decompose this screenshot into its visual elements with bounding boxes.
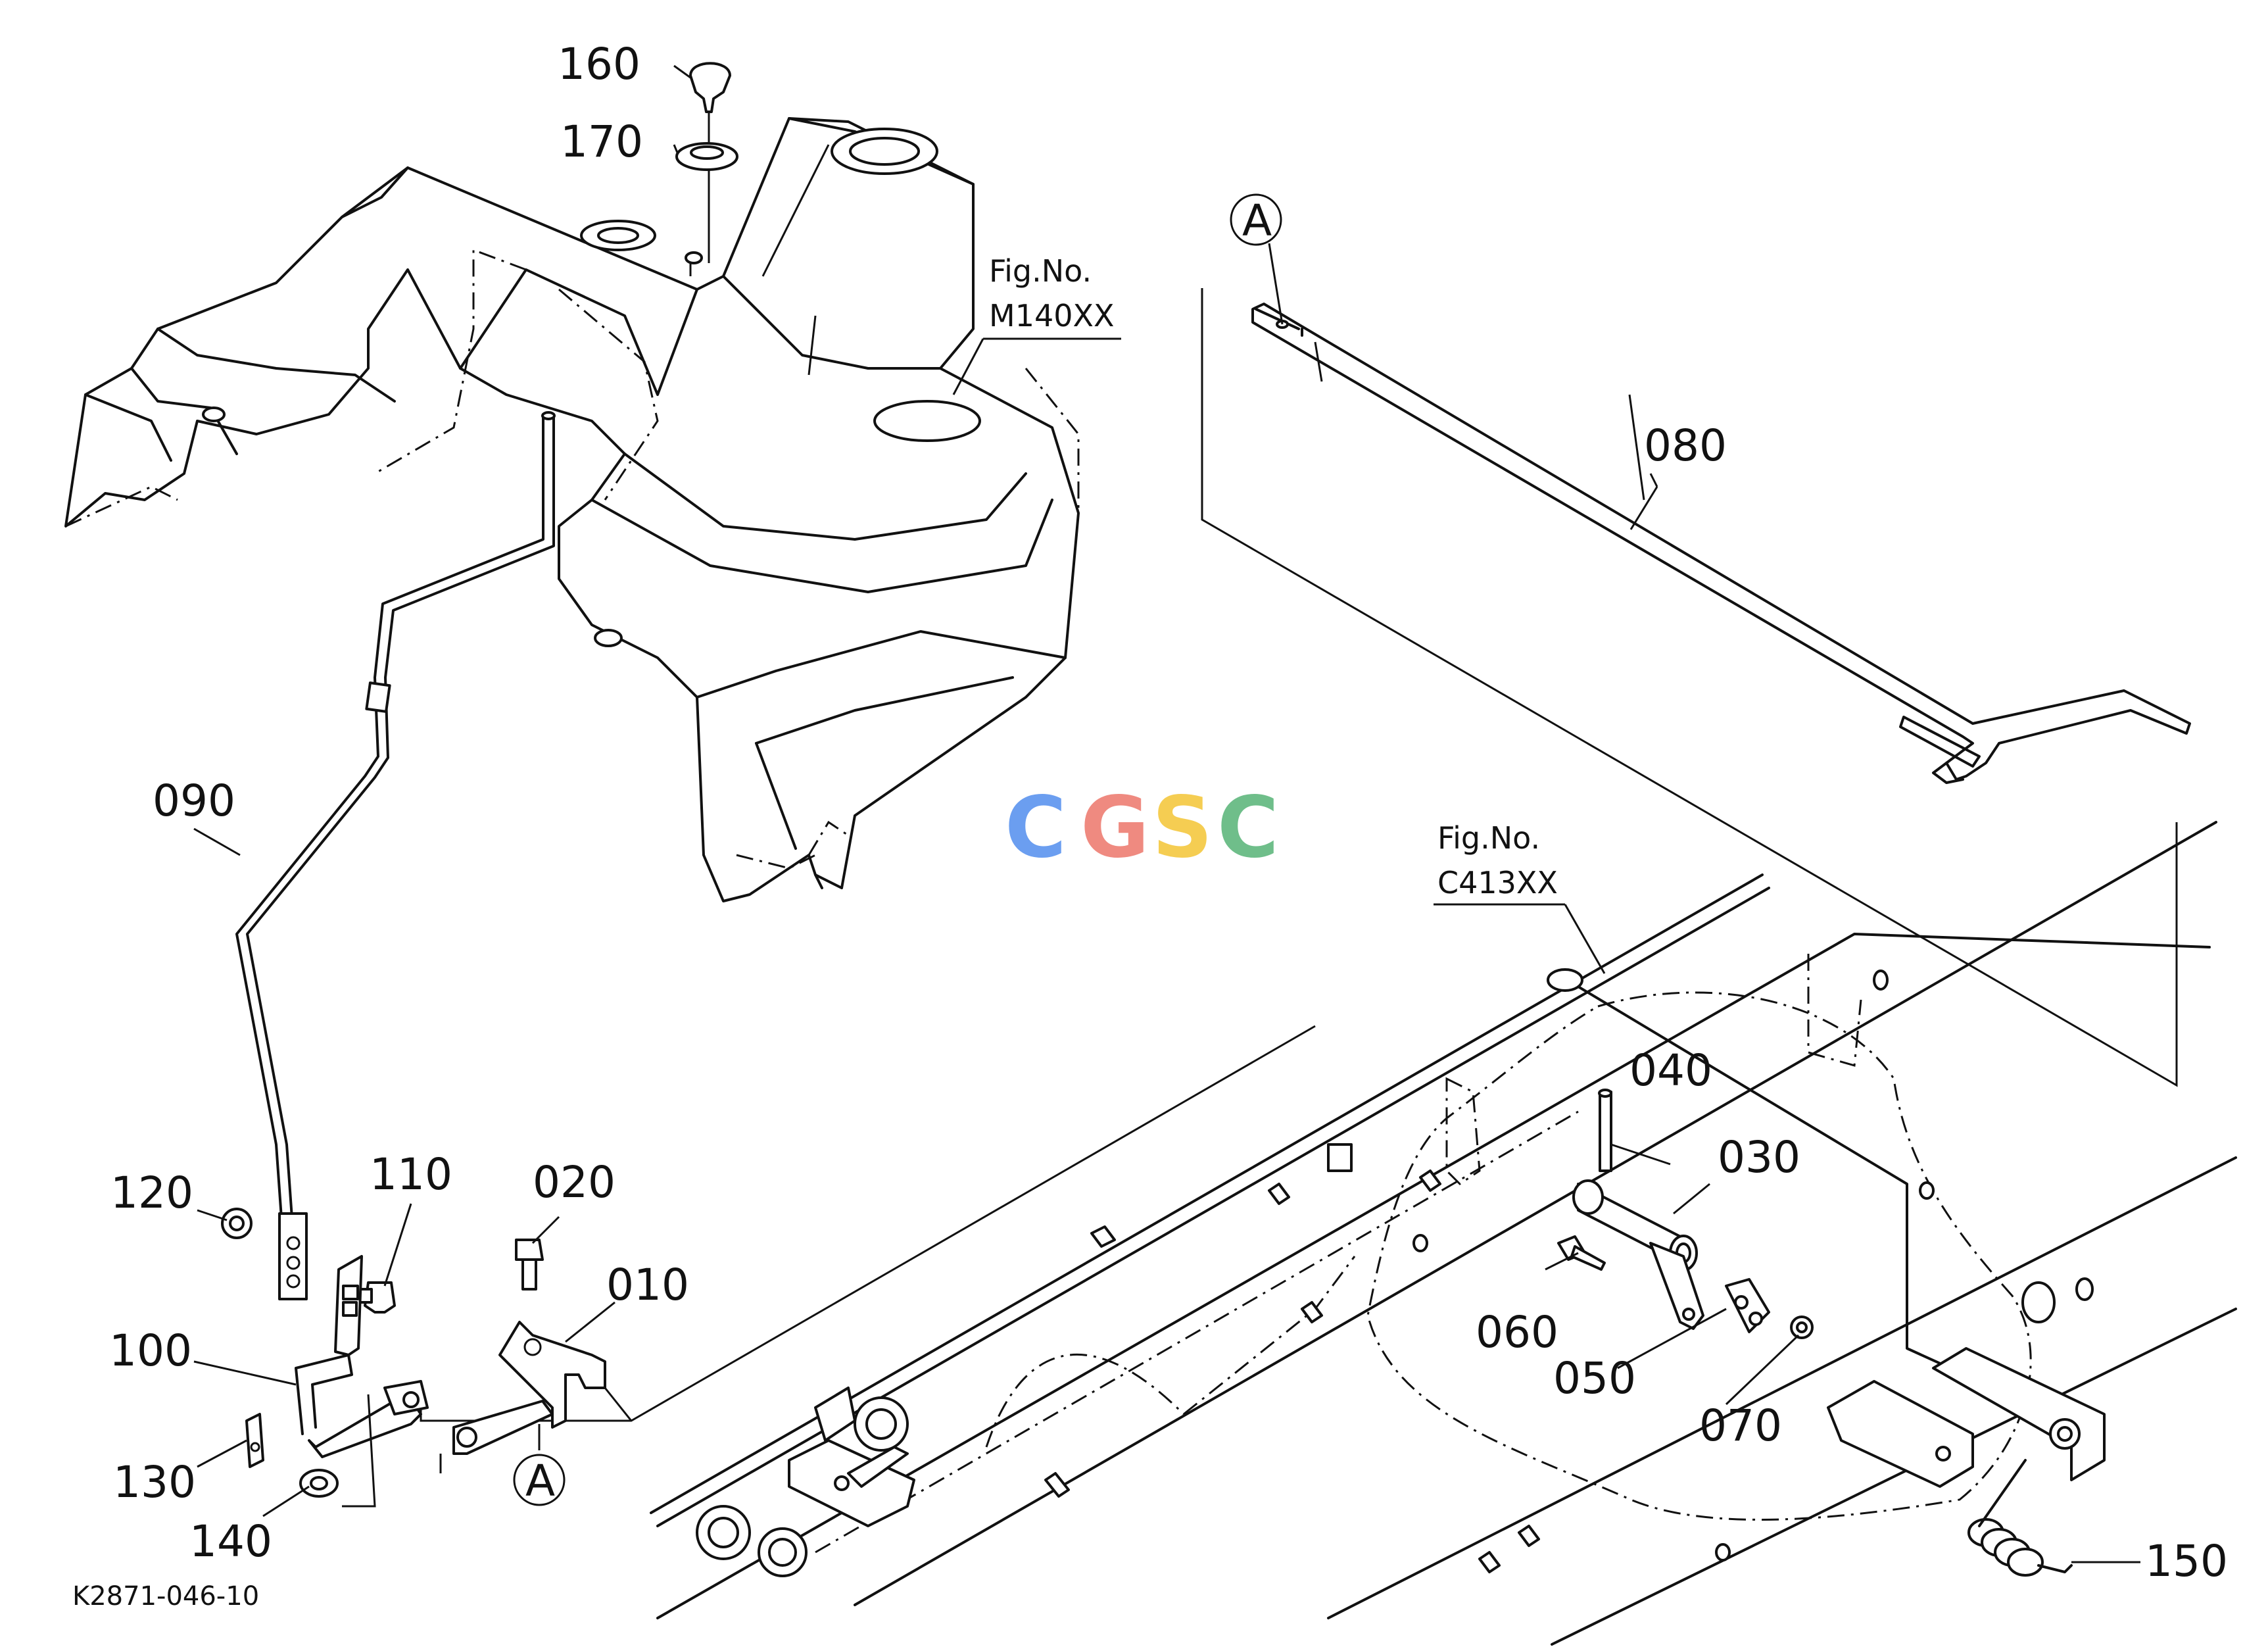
marker-a-top-letter: A: [1242, 195, 1272, 246]
label-100: 100: [109, 1325, 192, 1376]
watermark-letter-s: S: [1152, 779, 1213, 877]
label-090: 090: [153, 775, 235, 826]
lever-100-drawing: [295, 1255, 429, 1458]
label-140: 140: [189, 1516, 272, 1567]
label-170: 170: [560, 116, 643, 167]
label-030: 030: [1718, 1132, 1800, 1183]
plate-050-drawing: [1725, 1278, 1770, 1333]
nut-070-drawing: [1790, 1315, 1814, 1339]
label-020: 020: [533, 1157, 615, 1208]
spring-150-drawing: [1967, 1459, 2073, 1577]
label-110: 110: [370, 1149, 452, 1200]
cgsc-watermark: C G S C: [1005, 779, 1279, 877]
fender-cover-drawing: [64, 117, 1080, 902]
bolt-060-drawing: [1557, 1235, 1606, 1271]
nut-120-drawing: [221, 1208, 253, 1239]
frame-drawing: [420, 821, 2237, 1646]
watermark-letter-g: G: [1080, 779, 1149, 877]
bolt-020-drawing: [515, 1239, 544, 1291]
fig-ref-c413-line2: C413XX: [1437, 865, 1558, 900]
label-010: 010: [606, 1260, 689, 1310]
drawing-code: K2871-046-10: [72, 1581, 259, 1611]
washer-170-drawing: [675, 142, 738, 171]
label-060: 060: [1476, 1307, 1558, 1358]
rod-090-drawing: [235, 411, 556, 1300]
label-040: 040: [1629, 1045, 1712, 1096]
fig-ref-c413-line1: Fig.No.: [1437, 820, 1540, 856]
watermark-letter-c1: C: [1005, 779, 1067, 877]
label-120: 120: [110, 1168, 193, 1218]
label-080: 080: [1644, 420, 1727, 471]
label-070: 070: [1699, 1400, 1782, 1451]
lever-hidden-lines: [342, 1387, 633, 1508]
cap-160-drawing: [689, 62, 731, 263]
marker-a-bottom: A: [513, 1454, 566, 1506]
label-150: 150: [2145, 1536, 2228, 1586]
fig-ref-m140-line1: Fig.No.: [989, 253, 1092, 289]
clip-130-drawing: [245, 1413, 264, 1468]
bracket-010-drawing: [452, 1321, 606, 1455]
label-160: 160: [558, 39, 640, 89]
bar-080-drawing: [1201, 288, 2191, 1087]
watermark-letter-c2: C: [1217, 779, 1279, 877]
marker-a-top: A: [1230, 193, 1282, 246]
leader-lines: [193, 64, 2140, 1563]
label-050: 050: [1553, 1353, 1636, 1404]
label-130: 130: [113, 1457, 196, 1508]
shaft-030-drawing: [1572, 1089, 1704, 1330]
washer-140-drawing: [299, 1469, 339, 1498]
fig-ref-m140-line2: M140XX: [989, 298, 1115, 333]
marker-a-bottom-letter: A: [525, 1456, 555, 1506]
